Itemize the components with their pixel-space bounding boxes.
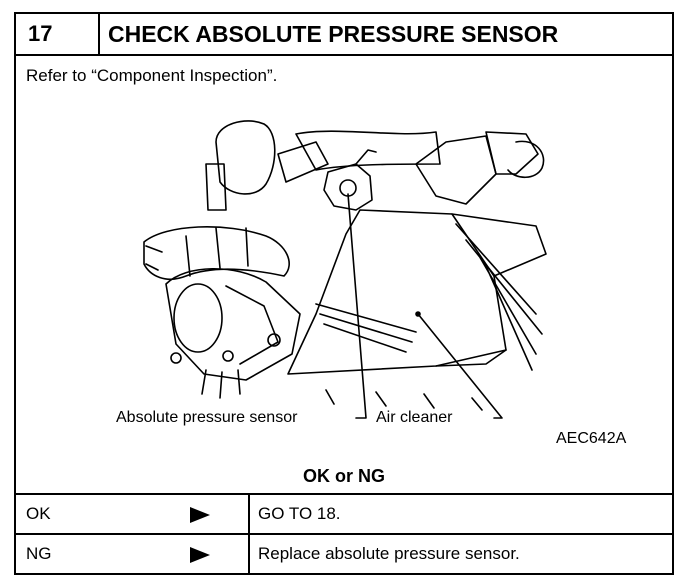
sensor-lead — [355, 149, 377, 165]
inspection-step-sheet: 17 CHECK ABSOLUTE PRESSURE SENSOR Refer … — [14, 12, 674, 575]
figure-code: AEC642A — [556, 430, 627, 447]
result-key: OK — [26, 504, 51, 523]
sensor-leader-line — [347, 193, 367, 419]
step-header: 17 CHECK ABSOLUTE PRESSURE SENSOR — [16, 14, 672, 56]
result-key: NG — [26, 544, 52, 563]
result-row-ok: OK GO TO 18. — [16, 493, 672, 535]
label-absolute-pressure-sensor: Absolute pressure sensor — [116, 409, 298, 426]
right-cylinder — [507, 140, 545, 179]
sensor-body — [323, 163, 373, 211]
top-duct — [295, 130, 441, 171]
engine-bay-illustration: Absolute pressure sensor Air cleaner — [116, 120, 547, 426]
step-number: 17 — [16, 14, 100, 54]
label-air-cleaner: Air cleaner — [376, 409, 453, 426]
arrow-right-icon — [190, 547, 210, 563]
upper-hose — [215, 120, 276, 195]
throttle-body — [165, 267, 301, 381]
column-divider — [248, 535, 250, 575]
result-row-ng: NG Replace absolute pressure sensor. — [16, 533, 672, 575]
air-cleaner-leader-line — [417, 313, 503, 419]
step-title: CHECK ABSOLUTE PRESSURE SENSOR — [108, 21, 559, 47]
column-divider — [248, 495, 250, 535]
upper-pipe — [205, 163, 227, 211]
instruction-text: Refer to “Component Inspection”. — [26, 66, 278, 85]
result-action: GO TO 18. — [258, 504, 341, 523]
result-action: Replace absolute pressure sensor. — [258, 544, 520, 563]
right-duct — [415, 135, 497, 205]
arrow-right-icon — [190, 507, 210, 523]
result-heading: OK or NG — [302, 466, 385, 486]
right-upper-part — [485, 131, 539, 175]
